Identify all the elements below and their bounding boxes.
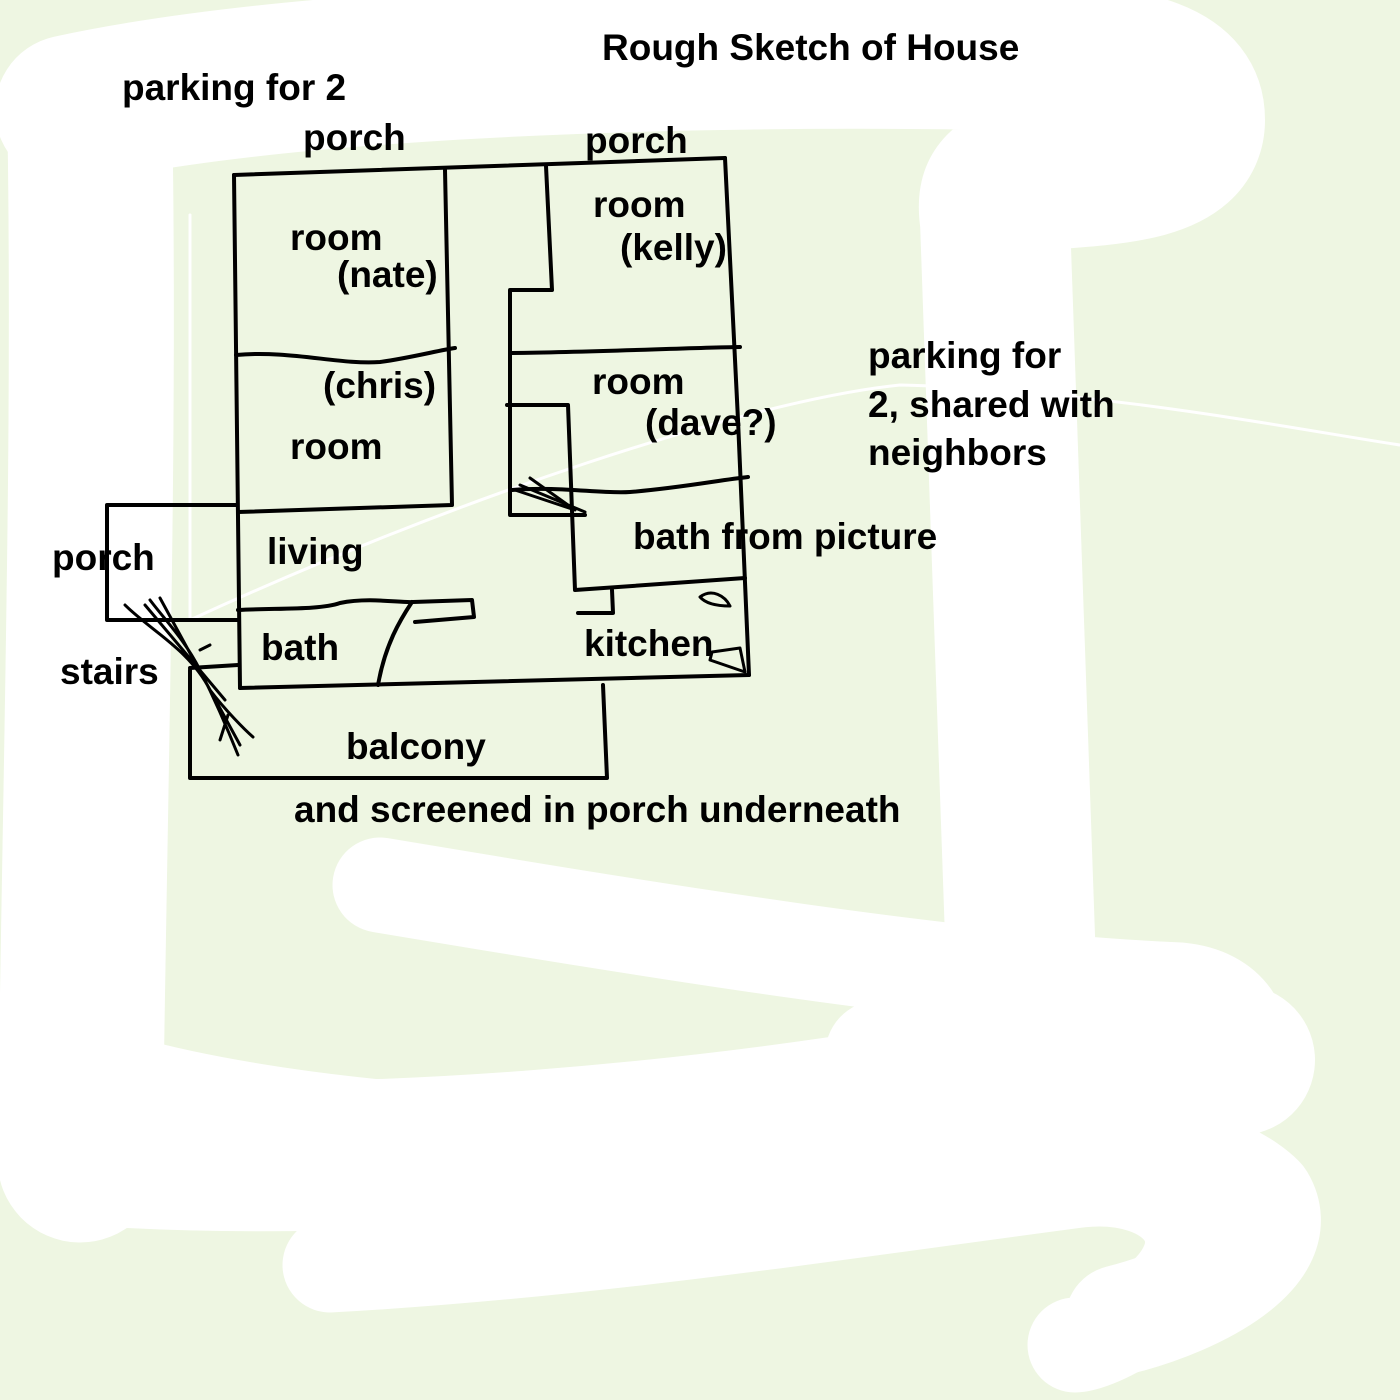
road-stroke-left bbox=[0, 47, 174, 1243]
wall-kelly-dave-divider bbox=[510, 345, 742, 355]
label-living: living bbox=[267, 531, 364, 572]
wall-right bbox=[723, 156, 751, 677]
label-stairs: stairs bbox=[60, 651, 159, 692]
sketch-labels: Rough Sketch of House parking for 2 porc… bbox=[52, 27, 1115, 830]
wall-bath-curve bbox=[376, 600, 414, 687]
road-stroke-bottom-2 bbox=[332, 837, 1290, 1118]
label-kelly: (kelly) bbox=[620, 227, 727, 268]
wall-living-bath-divider bbox=[236, 598, 476, 624]
sketch-title: Rough Sketch of House bbox=[602, 27, 1019, 68]
label-parking-right-2: 2, shared with bbox=[868, 384, 1115, 425]
label-kitchen: kitchen bbox=[584, 623, 714, 664]
road-stroke-bottom-3 bbox=[65, 1035, 1321, 1375]
label-parking-top-left: parking for 2 bbox=[122, 67, 346, 108]
label-screened-porch: and screened in porch underneath bbox=[294, 789, 901, 830]
label-bath-from-picture: bath from picture bbox=[633, 516, 937, 557]
wall-left bbox=[232, 173, 242, 690]
label-parking-right-3: neighbors bbox=[868, 432, 1047, 473]
label-parking-right-1: parking for bbox=[868, 335, 1061, 376]
stairs-scribble bbox=[123, 596, 255, 757]
label-bath: bath bbox=[261, 627, 339, 668]
wall-kitchen-nook bbox=[576, 588, 615, 615]
label-room-nate: room bbox=[290, 217, 383, 258]
label-nate: (nate) bbox=[337, 254, 438, 295]
floor-plan bbox=[105, 156, 751, 780]
label-room-dave: room bbox=[592, 361, 685, 402]
wall-bottom bbox=[238, 673, 751, 690]
road-stroke-top bbox=[0, 0, 1265, 1155]
kitchen-sink-scribble bbox=[698, 591, 732, 608]
door-scribble bbox=[513, 476, 587, 514]
label-dave: (dave?) bbox=[645, 402, 777, 443]
wall-balcony bbox=[188, 668, 609, 780]
label-balcony: balcony bbox=[346, 726, 486, 767]
road-stroke-bottom-4 bbox=[282, 1131, 1240, 1393]
wall-dave-bath-divider bbox=[510, 475, 750, 495]
wall-hall-left bbox=[508, 164, 587, 517]
label-chris: (chris) bbox=[323, 365, 436, 406]
wall-nate-chris-block bbox=[236, 168, 454, 514]
wall-left-porch bbox=[105, 503, 240, 622]
label-porch-top-right: porch bbox=[585, 120, 688, 161]
wall-nate-chris-divider bbox=[234, 346, 457, 365]
kitchen-stove-scribble bbox=[708, 646, 747, 674]
label-porch-left: porch bbox=[52, 537, 155, 578]
road-stroke-bottom-5 bbox=[825, 992, 1215, 1110]
label-room-chris: room bbox=[290, 426, 383, 467]
wall-top bbox=[232, 156, 727, 177]
label-room-kelly: room bbox=[593, 184, 686, 225]
label-porch-top-left: porch bbox=[303, 117, 406, 158]
wall-bath-from-picture bbox=[505, 403, 747, 592]
road-thin-line bbox=[188, 383, 1400, 622]
